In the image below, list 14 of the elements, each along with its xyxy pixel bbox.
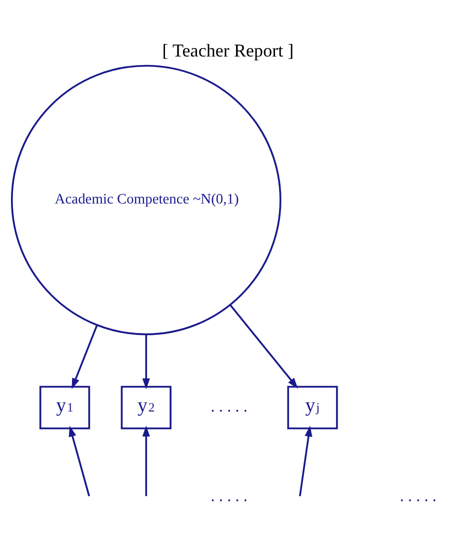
node-box: yj (287, 385, 338, 429)
label: . . . . . (400, 486, 436, 505)
node-box: y1 (39, 385, 90, 429)
node-circle: Academic Competence ~N(0,1) (10, 64, 282, 335)
arrow (72, 324, 98, 389)
label: . . . . . (210, 397, 248, 416)
arrow (68, 425, 90, 496)
node-box: y2 (120, 385, 172, 429)
label: . . . . . (210, 486, 248, 505)
arrow (142, 334, 150, 389)
arrow (230, 304, 298, 388)
arrow (299, 425, 312, 496)
arrow (142, 425, 150, 496)
diagram-title: [ Teacher Report ] (162, 40, 294, 60)
